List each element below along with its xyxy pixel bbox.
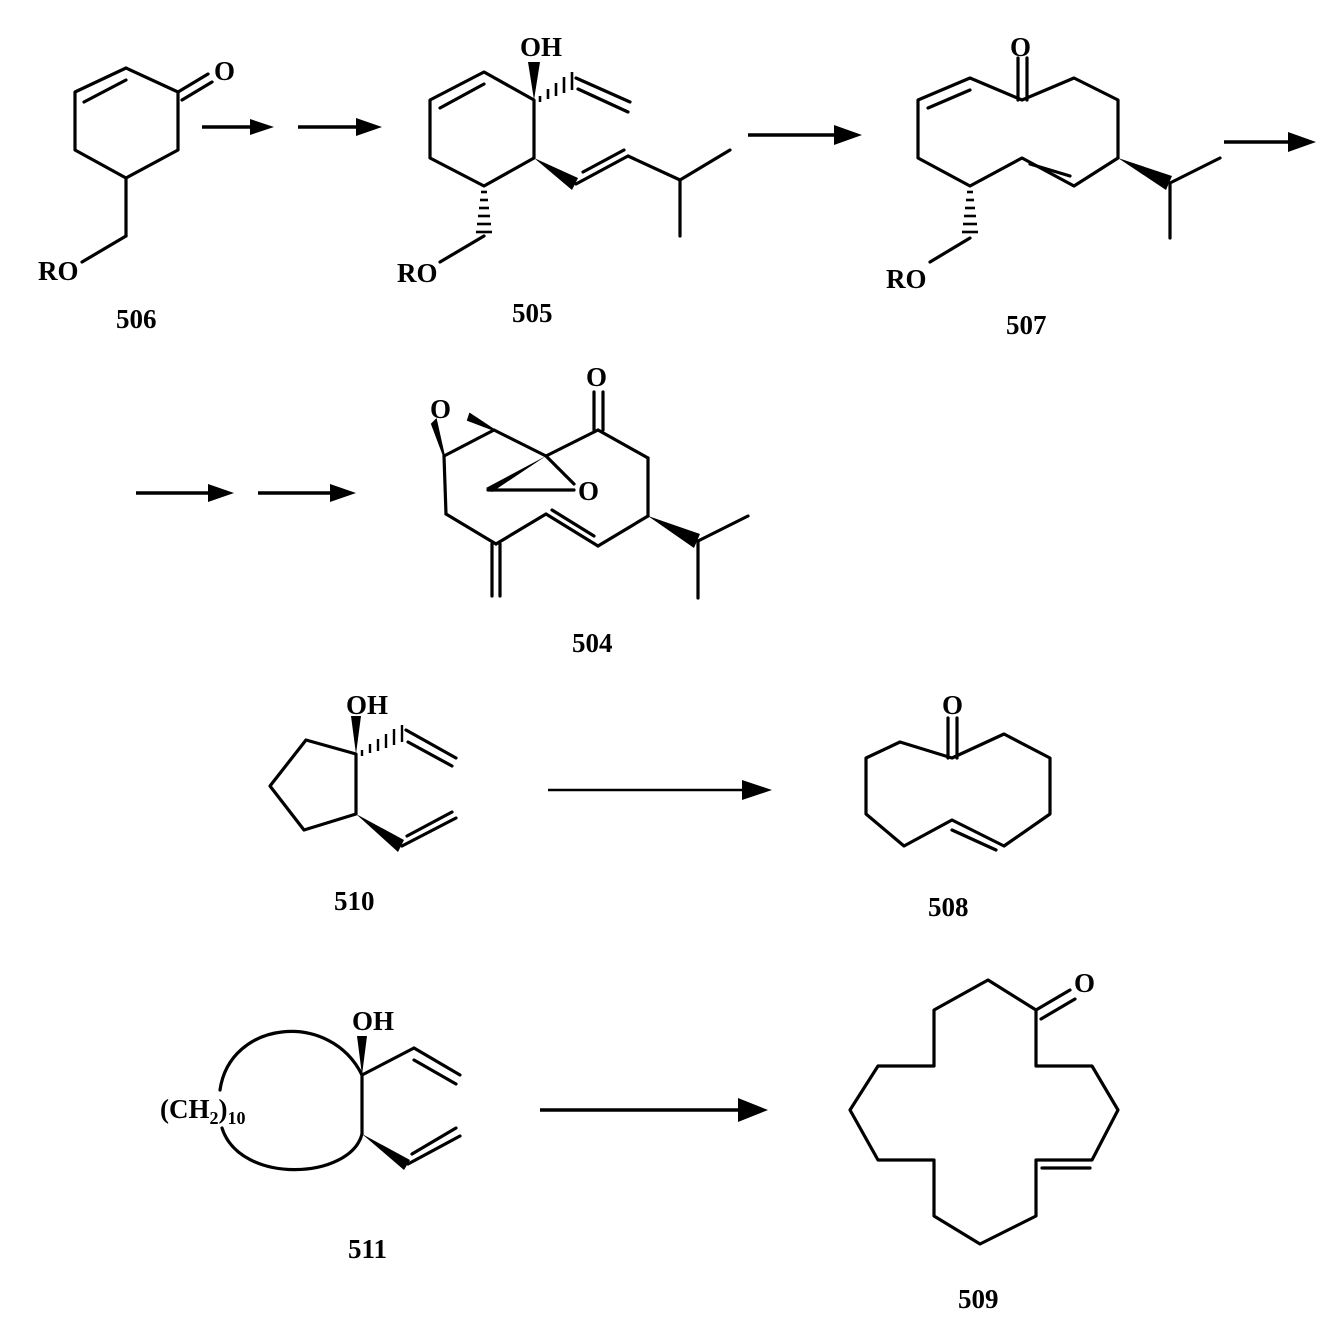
compound-506: O RO 506	[38, 56, 235, 334]
compound-511: OH (CH2)10 511	[160, 1006, 462, 1264]
arrow-505-to-507	[748, 125, 862, 145]
ro-label: RO	[886, 264, 927, 294]
compound-number-508: 508	[928, 892, 969, 922]
carbonyl-o-label: O	[1010, 32, 1031, 62]
compound-number-507: 507	[1006, 310, 1047, 340]
spiro-epoxide-o-label: O	[578, 476, 599, 506]
carbonyl-o-label: O	[586, 362, 607, 392]
arrow-510-to-508	[548, 780, 772, 800]
ro-label: RO	[397, 258, 438, 288]
arrows-506-to-505	[202, 118, 382, 136]
compound-number-506: 506	[116, 304, 157, 334]
compound-504: O O O 504	[430, 362, 750, 658]
compound-507: O RO 507	[886, 32, 1222, 340]
hydroxyl-label: OH	[352, 1006, 394, 1036]
compound-number-505: 505	[512, 298, 553, 328]
compound-number-504: 504	[572, 628, 613, 658]
compound-number-509: 509	[958, 1284, 999, 1314]
arrow-507-to-504	[1224, 132, 1316, 152]
compound-509: O 509	[848, 968, 1120, 1314]
carbonyl-o-label: O	[1074, 968, 1095, 998]
hydroxyl-label: OH	[346, 690, 388, 720]
hydroxyl-label: OH	[520, 32, 562, 62]
carbonyl-o-label: O	[214, 56, 235, 86]
compound-505: OH RO 505	[397, 32, 732, 328]
epoxide-o-label: O	[430, 394, 451, 424]
compound-number-510: 510	[334, 886, 375, 916]
carbonyl-o-label: O	[942, 690, 963, 720]
ring-ch2-label: (CH2)10	[160, 1094, 246, 1128]
compound-508: O 508	[864, 690, 1052, 922]
arrows-to-504	[136, 484, 356, 502]
compound-number-511: 511	[348, 1234, 387, 1264]
ro-label: RO	[38, 256, 79, 286]
compound-510: OH 510	[268, 690, 458, 916]
arrow-511-to-509	[540, 1098, 768, 1122]
